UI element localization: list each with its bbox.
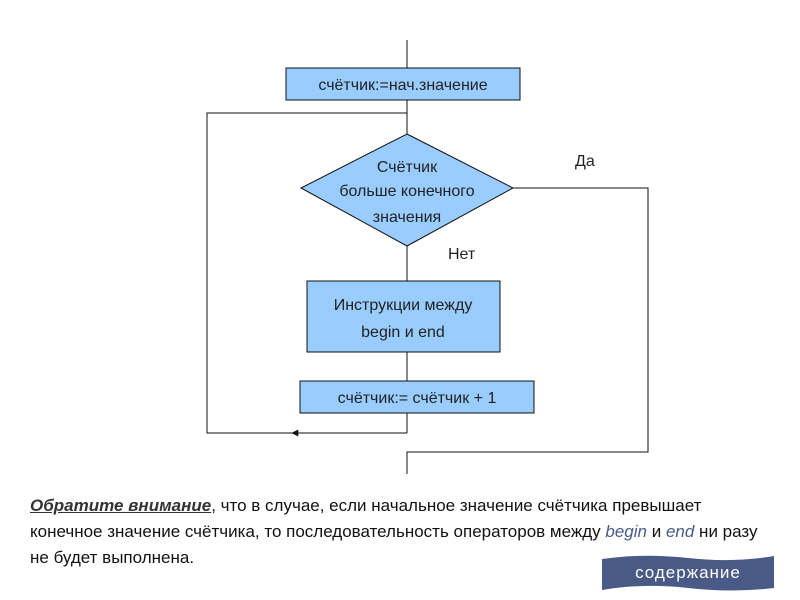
- decision-diamond: [299, 133, 515, 247]
- contents-button[interactable]: содержание: [598, 553, 778, 593]
- body-box-line-2: begin и end: [361, 324, 445, 341]
- init-box: [285, 67, 521, 101]
- note-emphasis: Обратите внимание: [30, 496, 212, 515]
- note-text-2: ни разу не будет выполнена.: [30, 522, 758, 567]
- init-box-label: счётчик:=нач.значение: [318, 77, 487, 94]
- contents-button-label: содержание: [635, 563, 741, 582]
- note-text-1: , что в случае, если начальное значение …: [30, 496, 702, 541]
- contents-button-shape: [602, 555, 774, 591]
- yes-label: Да: [575, 153, 595, 170]
- note-keyword-begin: begin: [605, 522, 647, 541]
- note-keyword-end: end: [665, 522, 695, 541]
- body-box: [306, 280, 501, 353]
- decision-line-1: Счётчик: [377, 159, 438, 176]
- note-paragraph: Обратите внимание, что в случае, если на…: [30, 493, 770, 571]
- decision-line-2: больше конечного: [339, 183, 474, 200]
- increment-box: [299, 380, 535, 414]
- decision-line-3: значения: [373, 209, 441, 226]
- body-box-line-1: Инструкции между: [334, 297, 473, 314]
- no-label: Нет: [448, 246, 476, 263]
- increment-box-label: счётчик:= счётчик + 1: [338, 390, 497, 407]
- note-and-word: и: [647, 522, 666, 541]
- yes-exit-line: [406, 187, 649, 474]
